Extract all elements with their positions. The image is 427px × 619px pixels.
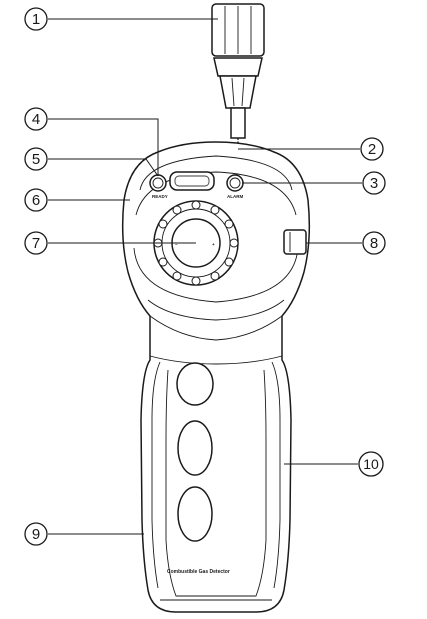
callout-6: 6 [24,188,48,212]
head-inner-contour [139,155,293,191]
svg-text:9: 9 [32,526,40,543]
callout-1: 1 [24,7,48,31]
ready-led [149,174,167,192]
callout-9: 9 [24,522,48,546]
svg-text:1: 1 [32,11,40,28]
svg-text:7: 7 [32,235,40,252]
svg-text:2: 2 [368,141,376,158]
svg-text:4: 4 [32,111,40,128]
handle-right-grip [271,361,281,589]
display-window [169,171,215,191]
side-connector [283,229,307,255]
handle-button-bottom[interactable] [177,486,213,542]
callout-7: 7 [24,231,48,255]
svg-text:8: 8 [370,235,378,252]
ready-label: READY [152,194,168,199]
svg-text:6: 6 [32,192,40,209]
alarm-label: ALARM [227,194,243,199]
callout-4: 4 [24,107,48,131]
svg-text:10: 10 [363,456,379,472]
handle-button-top[interactable] [176,362,214,406]
callout-leaders [48,18,362,535]
alarm-led [226,174,244,192]
svg-text:3: 3 [370,175,378,192]
svg-text:5: 5 [32,151,40,168]
handle-left-grip [151,361,161,589]
brand-label: Combustible Gas Detector [167,569,230,575]
callout-10: 10 [358,451,384,477]
handle-button-middle[interactable] [177,420,213,476]
callout-3: 3 [362,171,386,195]
sensor-probe [211,3,265,139]
svg-text:−: − [175,242,178,247]
callout-2: 2 [360,137,384,161]
svg-text:+: + [212,242,215,247]
callout-8: 8 [362,231,386,255]
callout-5: 5 [24,147,48,171]
